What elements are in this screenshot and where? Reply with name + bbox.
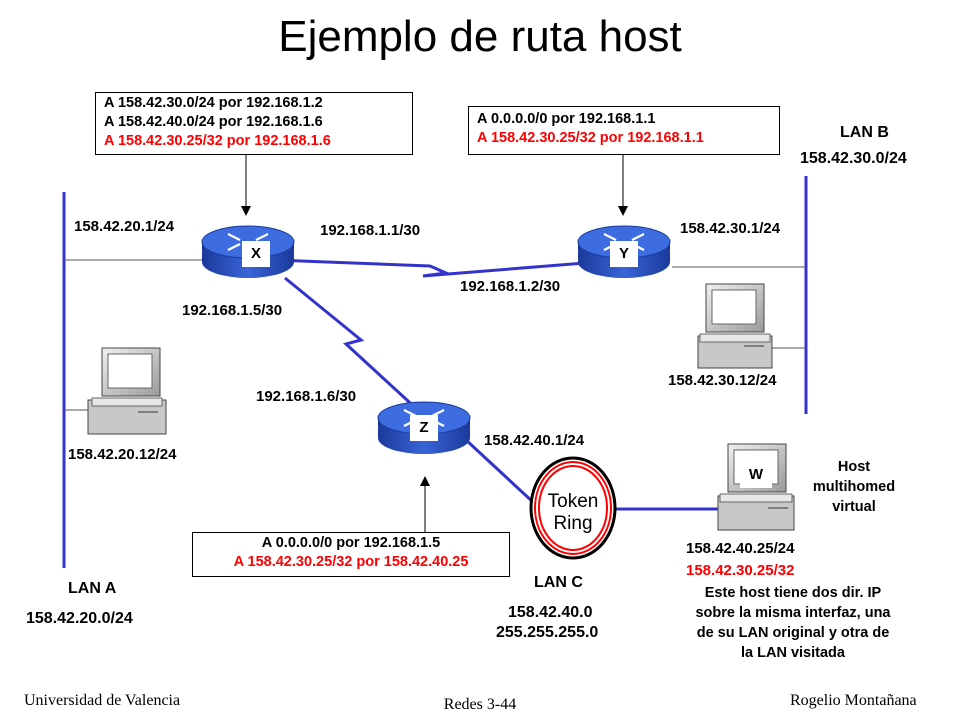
lan-b-network: 158.42.30.0/24 bbox=[800, 150, 907, 167]
route-entry: A 158.42.40.0/24 por 192.168.1.6 bbox=[104, 114, 323, 130]
footer-slide-number: Redes 3-44 bbox=[443, 696, 517, 713]
host-w-primary-address: 158.42.40.25/24 bbox=[686, 540, 795, 557]
router-y-label: Y bbox=[610, 241, 638, 267]
host-note-line: multihomed bbox=[812, 479, 896, 495]
footer-author: Rogelio Montañana bbox=[790, 692, 917, 709]
explanation-line: de su LAN original y otra de bbox=[696, 625, 890, 641]
explanation-line: la LAN visitada bbox=[741, 645, 845, 661]
lan-c-mask: 255.255.255.0 bbox=[496, 624, 599, 641]
route-entry: A 158.42.30.0/24 por 192.168.1.2 bbox=[104, 95, 323, 111]
route-entry-host: A 158.42.30.25/32 por 192.168.1.1 bbox=[477, 130, 704, 146]
z-lan-address: 158.42.40.1/24 bbox=[484, 432, 585, 449]
token-ring-icon: Token Ring bbox=[529, 456, 617, 560]
token-ring-line1: Token bbox=[548, 491, 599, 512]
x-y-link-address: 192.168.1.1/30 bbox=[320, 222, 421, 239]
z-table-arrow bbox=[420, 476, 430, 486]
x-table-arrow bbox=[241, 206, 251, 216]
host-w-secondary-address: 158.42.30.25/32 bbox=[686, 562, 795, 579]
route-entry-host: A 158.42.30.25/32 por 192.168.1.6 bbox=[104, 133, 331, 149]
host-note-line: virtual bbox=[832, 499, 876, 515]
y-table-arrow bbox=[618, 206, 628, 216]
host-w-label: W bbox=[740, 462, 772, 488]
x-lan-address: 158.42.20.1/24 bbox=[74, 218, 175, 235]
router-y-routing-table: A 0.0.0.0/0 por 192.168.1.1 A 158.42.30.… bbox=[468, 106, 780, 155]
lan-a-network: 158.42.20.0/24 bbox=[26, 610, 133, 627]
y-x-link-address: 192.168.1.2/30 bbox=[460, 278, 561, 295]
route-entry-host: A 158.42.30.25/32 por 158.42.40.25 bbox=[233, 554, 469, 570]
serial-link-x-z bbox=[284, 276, 422, 414]
lan-b-name: LAN B bbox=[840, 124, 889, 141]
router-z-label: Z bbox=[410, 415, 438, 441]
host-b-computer-icon bbox=[697, 283, 773, 369]
route-entry: A 0.0.0.0/0 por 192.168.1.5 bbox=[261, 535, 441, 551]
x-z-link-address: 192.168.1.5/30 bbox=[182, 302, 283, 319]
slide-title: Ejemplo de ruta host bbox=[278, 12, 682, 61]
route-entry: A 0.0.0.0/0 por 192.168.1.1 bbox=[477, 111, 656, 127]
router-z-routing-table: A 0.0.0.0/0 por 192.168.1.5 A 158.42.30.… bbox=[192, 532, 510, 577]
lan-c-network: 158.42.40.0 bbox=[508, 604, 593, 621]
token-ring-line2: Ring bbox=[553, 513, 592, 534]
router-x-label: X bbox=[242, 241, 270, 267]
explanation-line: Este host tiene dos dir. IP bbox=[704, 585, 882, 601]
footer-university: Universidad de Valencia bbox=[24, 692, 181, 709]
host-a-computer-icon bbox=[87, 347, 167, 435]
z-x-link-address: 192.168.1.6/30 bbox=[256, 388, 357, 405]
host-b-address: 158.42.30.12/24 bbox=[668, 372, 777, 389]
lan-c-name: LAN C bbox=[534, 574, 583, 591]
y-lan-address: 158.42.30.1/24 bbox=[680, 220, 781, 237]
z-to-ring-link bbox=[464, 438, 536, 505]
serial-link-x-y bbox=[274, 258, 586, 278]
router-x-routing-table: A 158.42.30.0/24 por 192.168.1.2 A 158.4… bbox=[95, 92, 413, 155]
lan-a-name: LAN A bbox=[68, 580, 117, 597]
host-note-line: Host bbox=[837, 459, 871, 475]
host-a-address: 158.42.20.12/24 bbox=[68, 446, 177, 463]
explanation-line: sobre la misma interfaz, una bbox=[695, 605, 891, 621]
